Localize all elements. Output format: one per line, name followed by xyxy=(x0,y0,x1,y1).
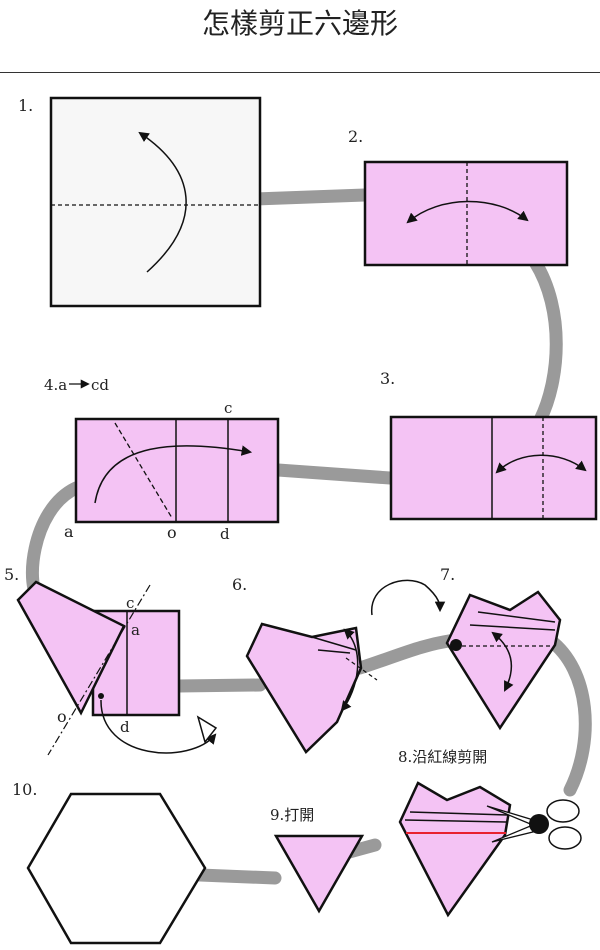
step-3-rectangle xyxy=(389,415,598,521)
point-o-label: o xyxy=(57,707,67,726)
turn-over-icon xyxy=(196,715,218,744)
step-2-rectangle xyxy=(363,160,569,267)
step-10-label: 10. xyxy=(12,780,37,799)
fold-arrow-icon xyxy=(94,445,253,504)
step-5-fold xyxy=(16,580,218,756)
step-4-rectangle xyxy=(74,417,280,524)
step-1-label: 1. xyxy=(18,96,33,115)
page-title: 怎樣剪正六邊形 xyxy=(201,7,398,40)
step-10-hexagon xyxy=(26,792,207,945)
fold-arrow-icon xyxy=(406,200,529,224)
point-o-label: o xyxy=(167,523,177,542)
step-1-square xyxy=(49,96,262,308)
step-8-label: 8.沿紅線剪開 xyxy=(398,748,487,766)
step-5-label: 5. xyxy=(4,565,19,584)
point-a-label: a xyxy=(64,522,74,541)
step-7-label: 7. xyxy=(440,565,455,584)
point-c-label: c xyxy=(126,594,134,612)
step-7-fold xyxy=(445,590,562,731)
fold-arrow-icon xyxy=(491,631,514,692)
title-divider xyxy=(0,72,600,73)
step-4-label-suffix: cd xyxy=(91,376,109,394)
step-8-cut xyxy=(398,781,512,918)
fold-arrow-icon xyxy=(138,131,187,273)
fold-arrow-icon xyxy=(340,628,359,712)
step-9-triangle xyxy=(273,834,365,914)
rotate-arrow-icon xyxy=(371,579,446,616)
step-9-label: 9.打開 xyxy=(270,806,314,824)
point-c-label: c xyxy=(224,399,232,417)
point-d-label: d xyxy=(120,718,130,736)
point-a-label: a xyxy=(131,621,140,639)
step-2-label: 2. xyxy=(348,127,363,146)
fold-arrow-icon xyxy=(495,454,587,474)
fold-arrow-icon xyxy=(100,699,217,754)
step-3-label: 3. xyxy=(380,369,395,388)
scissors-icon xyxy=(486,799,582,850)
step-6-label: 6. xyxy=(232,575,247,594)
step-4-label: 4.a xyxy=(44,376,67,394)
step-6-fold xyxy=(245,622,378,754)
point-d-label: d xyxy=(220,525,230,543)
